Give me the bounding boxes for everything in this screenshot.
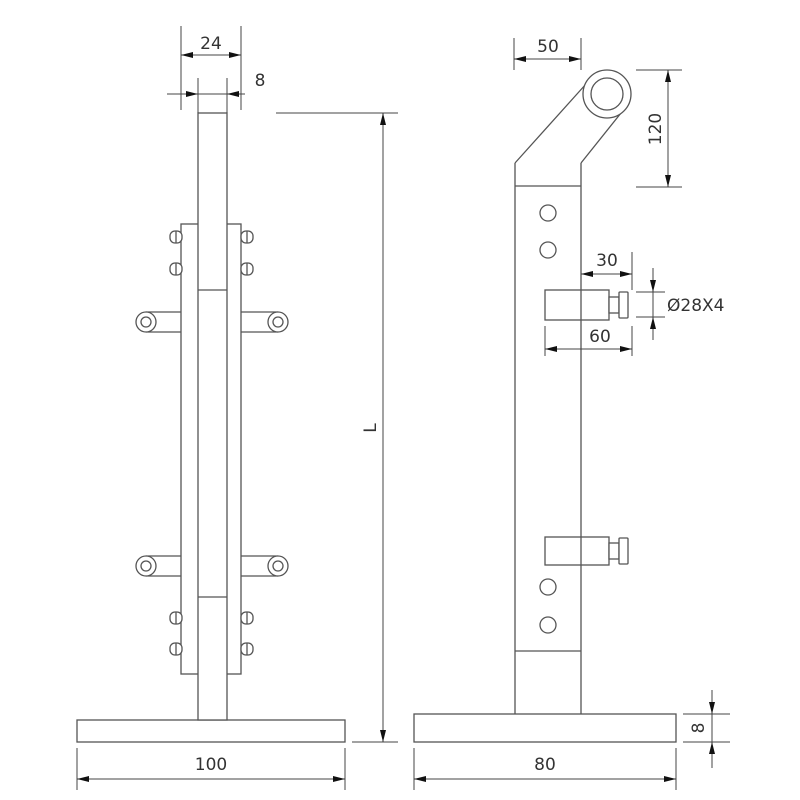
bolt-icon	[169, 611, 254, 656]
dim-label-base-8: 8	[689, 723, 709, 734]
dim-label-50: 50	[537, 37, 559, 57]
dim-label-L: L	[361, 423, 381, 433]
front-base-plate	[76, 719, 346, 743]
dim-label-120: 120	[646, 113, 666, 145]
dim-label-100: 100	[195, 755, 227, 775]
dimension-front-base: 100	[76, 748, 346, 790]
dim-label-clamp-spec: Ø28X4	[667, 296, 724, 316]
front-post	[197, 112, 228, 721]
bolt-icon	[169, 230, 254, 276]
dimension-clamp-projection: 30	[581, 251, 633, 290]
dim-label-30: 30	[596, 251, 618, 271]
dimension-glass-thickness: 8	[167, 71, 265, 113]
handrail-ring	[582, 69, 632, 119]
dim-label-80: 80	[534, 755, 556, 775]
dim-label-60: 60	[589, 327, 611, 347]
side-view: 50 120 30 60	[413, 37, 730, 790]
dimension-clamp-length: 60	[544, 326, 633, 356]
dimension-top-width: 24	[180, 26, 242, 110]
dimension-clamp-spec: Ø28X4	[636, 268, 724, 340]
hole-icon	[539, 204, 557, 634]
dimension-head-offset: 50	[513, 37, 582, 70]
front-view: 24 8 100 L	[76, 26, 398, 790]
dimension-head-height: 120	[636, 69, 682, 188]
dimension-base-thickness: 8	[683, 690, 730, 768]
rail-connector-icon	[135, 555, 289, 577]
dim-label-8: 8	[255, 71, 266, 91]
glass-clamp-upper	[544, 289, 629, 321]
dim-label-24: 24	[200, 34, 222, 54]
rail-connector-icon	[135, 311, 289, 333]
dimension-height-L: L	[276, 112, 398, 743]
dimension-side-base: 80	[413, 748, 677, 790]
side-base-plate	[413, 713, 677, 743]
glass-clamp-lower	[544, 536, 629, 566]
